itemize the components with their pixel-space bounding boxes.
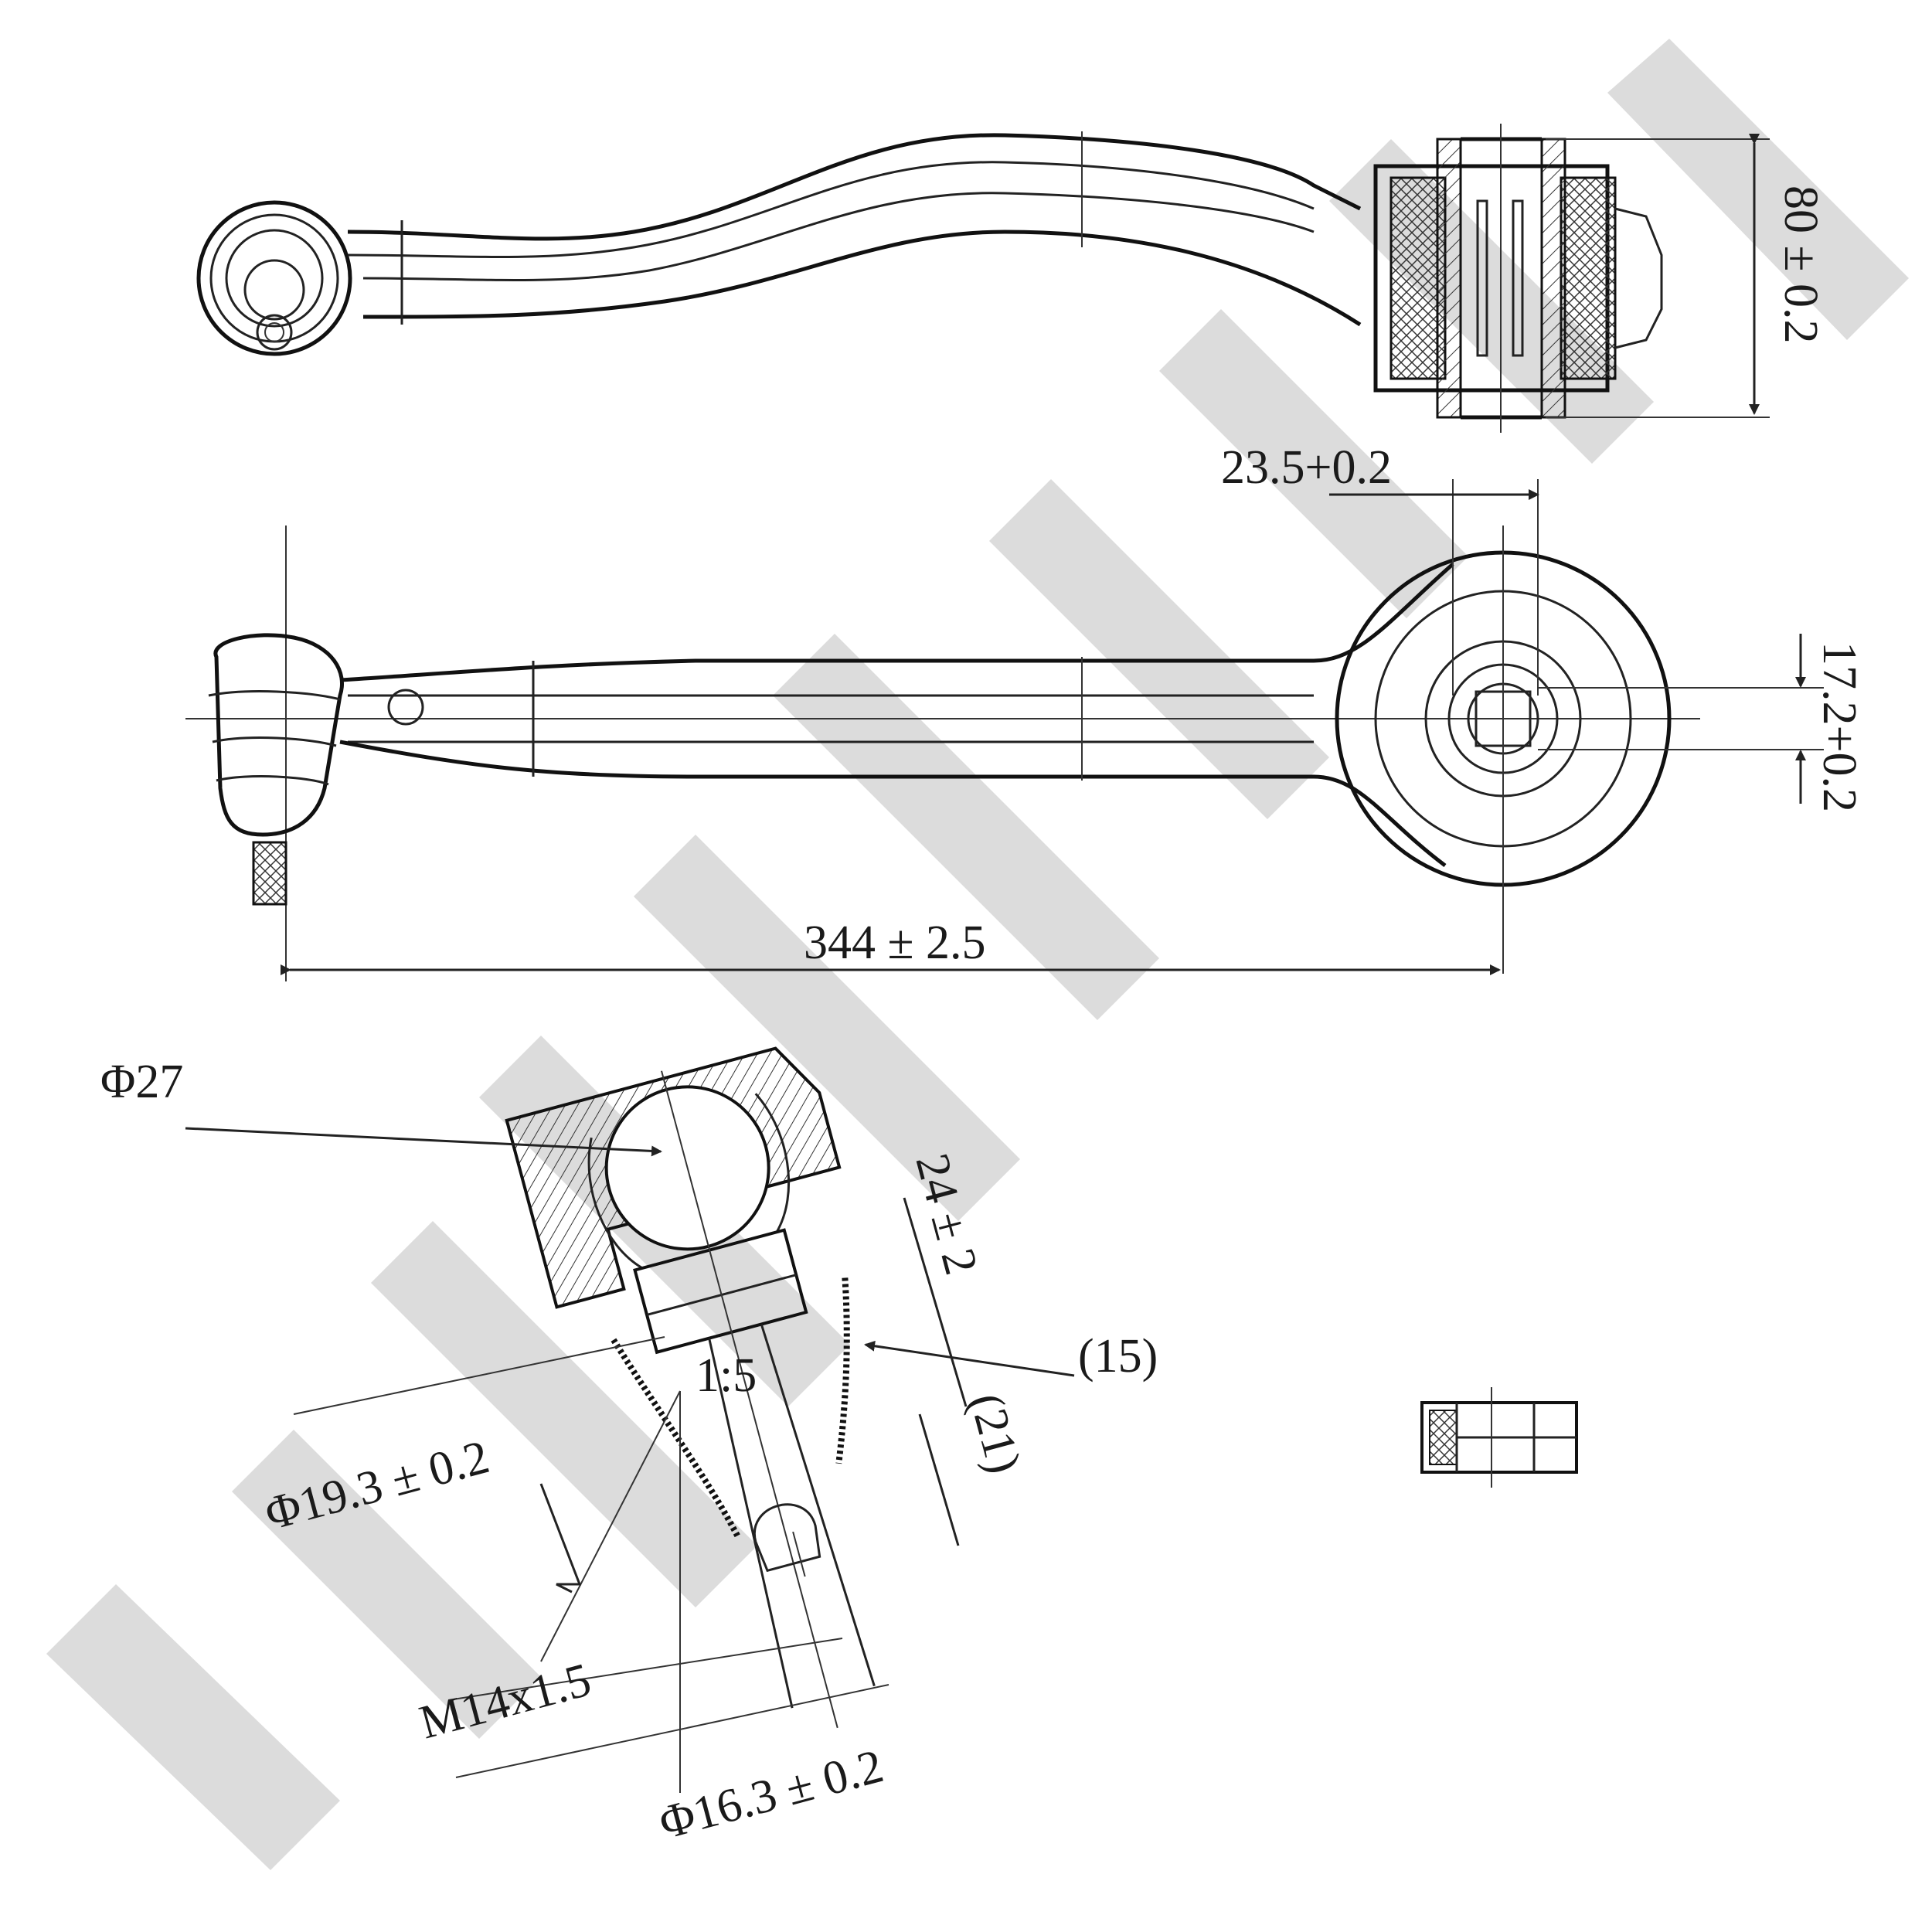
dim-length-label: 344 ± 2.5 <box>804 917 986 969</box>
arm-side-view <box>196 124 1770 433</box>
dim-height-label: 80 ± 0.2 <box>1774 185 1827 344</box>
section-leaders <box>185 1127 1075 1793</box>
dim-taper-small-label: Φ16.3 ± 0.2 <box>654 1740 889 1849</box>
ball-stud-thread <box>252 841 287 906</box>
nut-icon <box>1420 1387 1578 1488</box>
ball-joint-section <box>505 1046 876 1729</box>
dim-taper-label: 1:5 <box>696 1349 757 1402</box>
ref-21-label: (21) <box>959 1388 1030 1478</box>
arm-lower-edge <box>362 230 1362 327</box>
dim-ball-diameter-label: Φ27 <box>100 1056 183 1108</box>
ball-stud-nut <box>256 314 293 351</box>
ball-joint-plan <box>213 633 344 837</box>
arm-plan-lower-edge <box>339 740 1447 867</box>
arm-upper-edge <box>347 133 1362 241</box>
arm-plan-upper-edge <box>339 563 1454 682</box>
ref-15-label: (15) <box>1078 1330 1158 1383</box>
dim-bushing-offset-label: 23.5+0.2 <box>1221 441 1392 494</box>
dim-bore-label: 17.2+0.2 <box>1813 641 1866 812</box>
arm-plan-view <box>185 479 1824 981</box>
ball-joint-housing <box>196 200 352 356</box>
